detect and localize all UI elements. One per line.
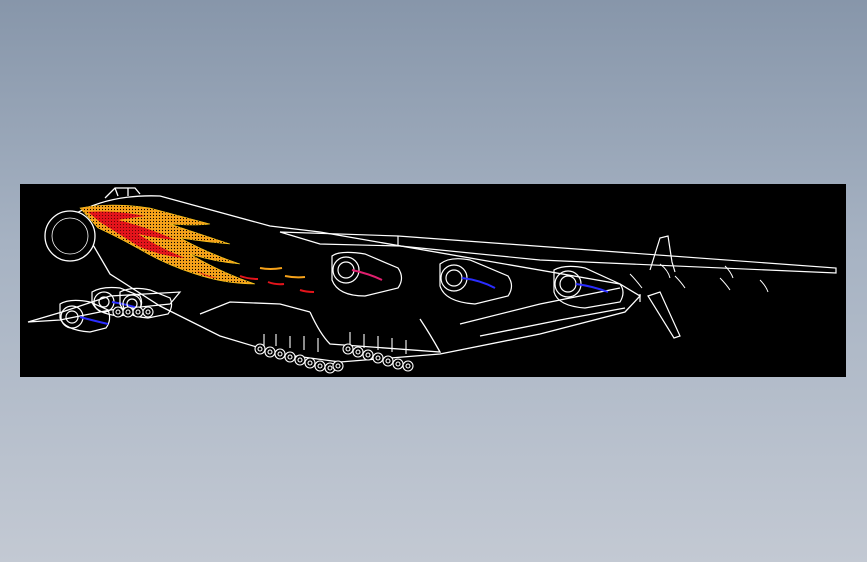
gear-wheels [112,306,414,374]
engine-1 [331,251,403,297]
lower-wing [27,291,182,323]
landing-gear [112,306,414,374]
engines [59,251,624,333]
gear-struts [263,332,407,354]
engine-4 [59,299,111,333]
tail [639,235,681,339]
engine-3 [553,265,624,309]
flame-paint [79,204,315,293]
wing-flap-fairings [629,263,769,293]
cad-viewport[interactable] [20,184,846,377]
aircraft-drawing [27,187,837,374]
engine-2 [439,258,513,305]
nose-cone [44,210,96,262]
upper-wing [279,231,837,274]
